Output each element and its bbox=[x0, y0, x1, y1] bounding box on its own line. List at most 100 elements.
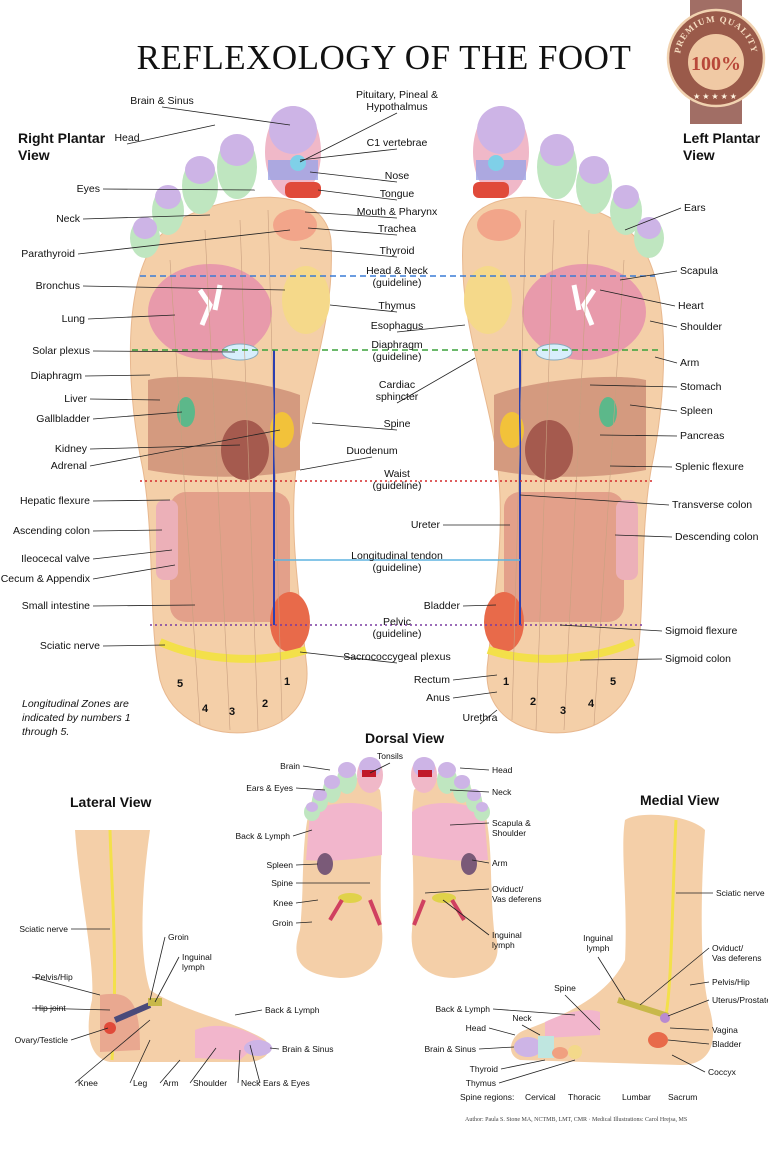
dorsal-label-head: Head bbox=[492, 765, 513, 775]
leader-line bbox=[92, 604, 196, 607]
plantar-left-label-head: Head bbox=[114, 132, 140, 144]
lateral-label-leg: Leg bbox=[133, 1078, 148, 1088]
leader-line bbox=[31, 1007, 111, 1011]
plantar-right-label-ears: Ears bbox=[684, 202, 706, 214]
zone-number: 4 bbox=[588, 698, 595, 710]
leader-line bbox=[667, 999, 710, 1017]
dorsal-label-spleen: Spleen bbox=[266, 860, 293, 870]
leader-line bbox=[459, 767, 490, 771]
leader-line bbox=[559, 624, 663, 632]
plantar-left-label-gallbladder: Gallbladder bbox=[36, 413, 90, 425]
lateral-label-ears-eyes: Ears & Eyes bbox=[263, 1078, 310, 1088]
medial-label-bladder: Bladder bbox=[712, 1039, 742, 1049]
leader-line bbox=[249, 1044, 261, 1084]
leader-line bbox=[649, 320, 678, 328]
leader-line bbox=[295, 787, 326, 791]
badge-stars: ★★★★★ bbox=[693, 92, 739, 101]
plantar-right-label-spleen: Spleen bbox=[680, 405, 713, 417]
leader-line bbox=[311, 422, 398, 431]
plantar-left-label-kidney: Kidney bbox=[54, 443, 87, 455]
plantar-center-label-esophagus: Esophagus bbox=[370, 320, 424, 332]
plantar-left-label-small-intestine: Small intestine bbox=[21, 600, 90, 612]
plantar-left-label-lung: Lung bbox=[61, 313, 85, 325]
leader-line bbox=[299, 651, 398, 664]
leader-line bbox=[189, 1047, 217, 1084]
leader-line bbox=[92, 350, 236, 353]
left-plantar-view-title: Left Plantar View bbox=[683, 130, 761, 163]
plantar-right-label-sigmoid-colon: Sigmoid colon bbox=[665, 653, 731, 665]
plantar-right-label-transverse-colon: Transverse colon bbox=[672, 499, 753, 511]
plantar-left-label-diaphragm: Diaphragm bbox=[30, 370, 82, 382]
dorsal-label-tonsils: Tonsils bbox=[377, 751, 403, 761]
dorsal-left-foot bbox=[294, 755, 385, 980]
leader-line bbox=[396, 357, 476, 404]
plantar-center-label-spine: Spine bbox=[383, 418, 411, 430]
medial-label-sciatic-nerve: Sciatic nerve bbox=[716, 888, 765, 898]
leader-line bbox=[619, 270, 678, 281]
leader-line bbox=[671, 1054, 706, 1073]
plantar-left-label-parathyroid: Parathyroid bbox=[21, 248, 75, 260]
leader-line bbox=[589, 384, 678, 388]
leader-line bbox=[307, 227, 398, 236]
lateral-view-title: Lateral View bbox=[70, 794, 152, 810]
lateral-label-knee: Knee bbox=[78, 1078, 98, 1088]
leader-line bbox=[500, 1059, 546, 1070]
leader-line bbox=[629, 404, 678, 412]
dorsal-label-knee: Knee bbox=[273, 898, 293, 908]
leader-line bbox=[299, 112, 398, 163]
leader-line bbox=[102, 188, 256, 191]
plantar-center-label-thyroid: Thyroid bbox=[379, 245, 415, 257]
medial-label-vagina: Vagina bbox=[712, 1025, 738, 1035]
credit-line: Author: Paula S. Stone MA, NCTMB, LMT, C… bbox=[465, 1117, 688, 1123]
medial-label-sacrum: Sacrum bbox=[668, 1092, 698, 1102]
dorsal-view-title: Dorsal View bbox=[365, 730, 445, 746]
leader-line bbox=[317, 189, 398, 201]
leader-line bbox=[442, 899, 490, 936]
medial-label-uterus-prostate: Uterus/Prostate bbox=[712, 995, 768, 1005]
leader-line bbox=[154, 956, 180, 1003]
medial-label-inguinal-lymph: Inguinal lymph bbox=[583, 933, 613, 953]
leader-line bbox=[89, 444, 241, 450]
dorsal-label-neck: Neck bbox=[492, 787, 512, 797]
leader-lines bbox=[31, 106, 713, 1084]
leader-line bbox=[478, 1046, 515, 1050]
leader-line bbox=[92, 411, 183, 420]
plantar-center-label-sacrococcygeal-plexus: Sacrococcygeal plexus bbox=[343, 651, 451, 663]
leader-line bbox=[449, 789, 490, 793]
leader-line bbox=[302, 765, 331, 771]
leader-line bbox=[396, 324, 466, 333]
plantar-left-label-liver: Liver bbox=[64, 393, 87, 405]
leader-line bbox=[519, 494, 670, 506]
leader-line bbox=[31, 976, 101, 996]
leader-line bbox=[92, 564, 176, 580]
medial-label-spine-regions: Spine regions: bbox=[460, 1092, 515, 1102]
leader-line bbox=[292, 829, 313, 837]
zone-number: 2 bbox=[530, 696, 537, 708]
plantar-center-label-mouth-pharynx: Mouth & Pharynx bbox=[356, 206, 438, 218]
plantar-center-label-nose: Nose bbox=[384, 170, 410, 182]
zone-number: 5 bbox=[610, 676, 617, 688]
dorsal-label-scapula-shoulder: Scapula & Shoulder bbox=[492, 818, 531, 838]
medial-view-title: Medial View bbox=[640, 792, 720, 808]
zone-number: 3 bbox=[229, 706, 236, 718]
leader-line bbox=[667, 1039, 710, 1045]
leader-line bbox=[424, 888, 490, 894]
plantar-center-label-c1-vertebrae: C1 vertebrae bbox=[366, 137, 428, 149]
plantar-right-label-stomach: Stomach bbox=[680, 381, 722, 393]
plantar-right-label-descending-colon: Descending colon bbox=[675, 531, 759, 543]
leader-line bbox=[492, 1008, 576, 1016]
leader-line bbox=[126, 124, 216, 145]
plantar-center-label-duodenum: Duodenum bbox=[346, 445, 398, 457]
leader-line bbox=[102, 644, 166, 647]
plantar-right-label-arm: Arm bbox=[680, 357, 700, 369]
leader-line bbox=[304, 211, 398, 219]
zone-number: 2 bbox=[262, 698, 269, 710]
leader-line bbox=[639, 947, 710, 1006]
lateral-label-shoulder: Shoulder bbox=[193, 1078, 228, 1088]
medial-label-pelvis-hip: Pelvis/Hip bbox=[712, 977, 750, 987]
medial-foot bbox=[510, 814, 714, 1065]
leader-line bbox=[521, 1024, 541, 1036]
leader-line bbox=[87, 314, 176, 320]
right-plantar-foot bbox=[130, 106, 331, 733]
